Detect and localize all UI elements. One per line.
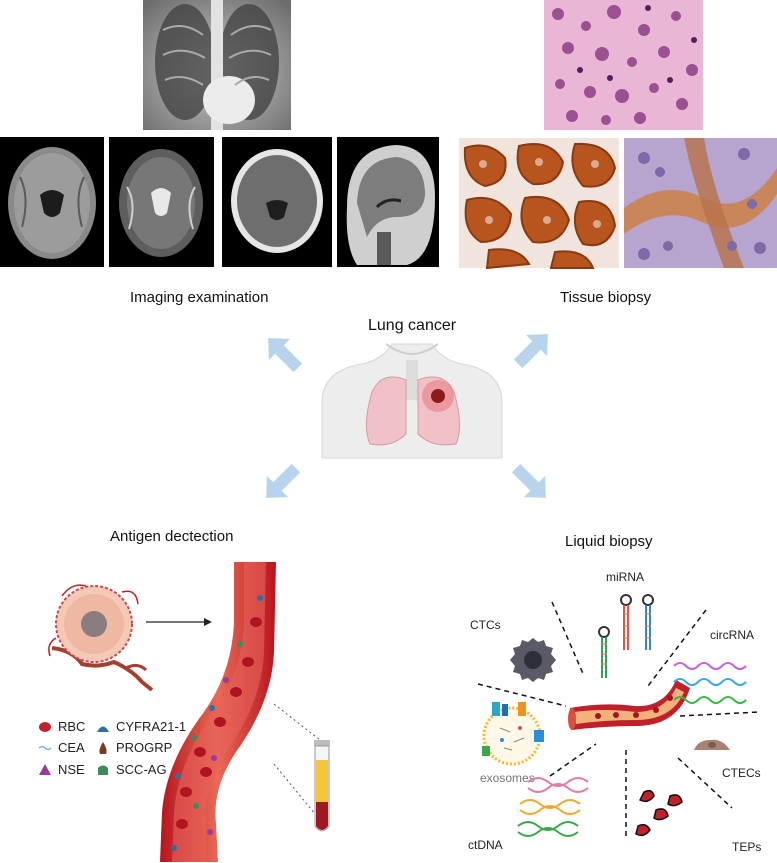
ihc-stain-purple-image — [624, 138, 777, 268]
teps-icon — [635, 789, 683, 837]
sagittal-mri-image — [337, 137, 439, 267]
liquid-biopsy-label: Liquid biopsy — [565, 533, 653, 550]
legend-progrp: PROGRP — [96, 740, 172, 755]
brain-mri-t2-image — [109, 137, 214, 267]
mirna-label: miRNA — [606, 570, 644, 584]
circrna-label: circRNA — [710, 628, 754, 642]
flow-arrow — [146, 618, 212, 626]
circrna-icon — [673, 662, 747, 704]
lung-cancer-title: Lung cancer — [368, 317, 457, 334]
arrow-to-antigen — [266, 463, 301, 498]
mirna-icon — [598, 594, 654, 678]
teps-label: TEPs — [732, 840, 762, 854]
nse-icon — [39, 763, 51, 775]
brain-ct-image — [222, 137, 332, 267]
arrow-to-imaging — [268, 338, 303, 373]
imaging-examination-label: Imaging examination — [130, 289, 269, 306]
ctdna-icon — [517, 777, 589, 837]
legend-scc: SCC-AG — [96, 762, 167, 777]
antigen-detection-label: Antigen dectection — [110, 528, 234, 545]
scc-icon — [98, 765, 108, 775]
cyfra-icon — [97, 726, 109, 732]
blood-vessel-illustration — [160, 562, 276, 862]
exosome-icon — [482, 702, 544, 766]
ctc-icon — [510, 638, 556, 682]
ctcs-label: CTCs — [470, 618, 501, 632]
he-stain-image — [544, 0, 703, 130]
liquid-vessel-illustration — [568, 680, 690, 730]
tissue-biopsy-label: Tissue biopsy — [560, 289, 652, 306]
arrow-to-tissue — [513, 334, 548, 369]
rbc-icon — [39, 721, 51, 732]
blood-test-tube — [314, 740, 330, 832]
ihc-stain-brown-image — [459, 138, 619, 270]
dotted-lines — [273, 703, 321, 821]
liquid-biopsy-divider-lines — [477, 601, 761, 836]
brain-mri-t1-image — [0, 137, 104, 267]
chest-xray-image — [143, 0, 291, 130]
legend-cyfra: CYFRA21-1 — [96, 719, 186, 734]
arrow-to-liquid — [511, 463, 546, 498]
legend-rbc: RBC — [38, 719, 85, 734]
progrp-icon — [99, 741, 107, 754]
legend-nse: NSE — [38, 762, 85, 777]
cea-icon — [38, 745, 52, 750]
torso-lungs-illustration — [321, 343, 503, 459]
tumor-illustration — [48, 584, 154, 692]
exosomes-label: exosomes — [480, 771, 535, 785]
legend-cea: CEA — [38, 740, 85, 755]
ctec-icon — [694, 739, 730, 750]
ctdna-label: ctDNA — [468, 838, 503, 852]
ctecs-label: CTECs — [722, 766, 761, 780]
